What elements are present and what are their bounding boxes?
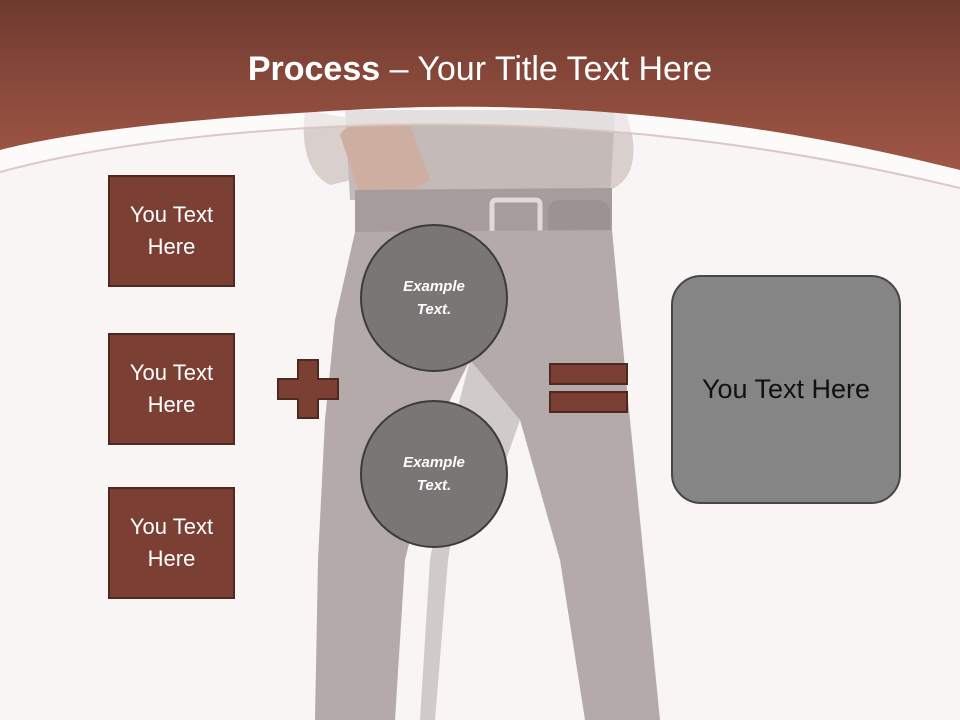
result-box[interactable]: You Text Here: [671, 275, 901, 504]
example-circle-2[interactable]: Example Text.: [360, 400, 508, 548]
text-box-1[interactable]: You Text Here: [108, 175, 235, 287]
title-bold: Process: [247, 50, 381, 88]
result-box-label: You Text Here: [701, 374, 871, 404]
equals-icon: [549, 363, 628, 413]
page-title: Process – Your Title Text Here: [0, 50, 960, 89]
text-box-label: You Text Here: [129, 514, 214, 571]
text-box-label: You Text Here: [129, 202, 214, 259]
text-box-2[interactable]: You Text Here: [108, 333, 235, 445]
title-rest: – Your Title Text Here: [380, 50, 713, 88]
plus-icon: [277, 359, 339, 419]
circle-label: Example Text.: [403, 278, 465, 318]
circle-label: Example Text.: [403, 454, 465, 494]
text-box-3[interactable]: You Text Here: [108, 487, 235, 599]
example-circle-1[interactable]: Example Text.: [360, 224, 508, 372]
text-box-label: You Text Here: [129, 360, 214, 417]
header-band: [0, 0, 960, 189]
